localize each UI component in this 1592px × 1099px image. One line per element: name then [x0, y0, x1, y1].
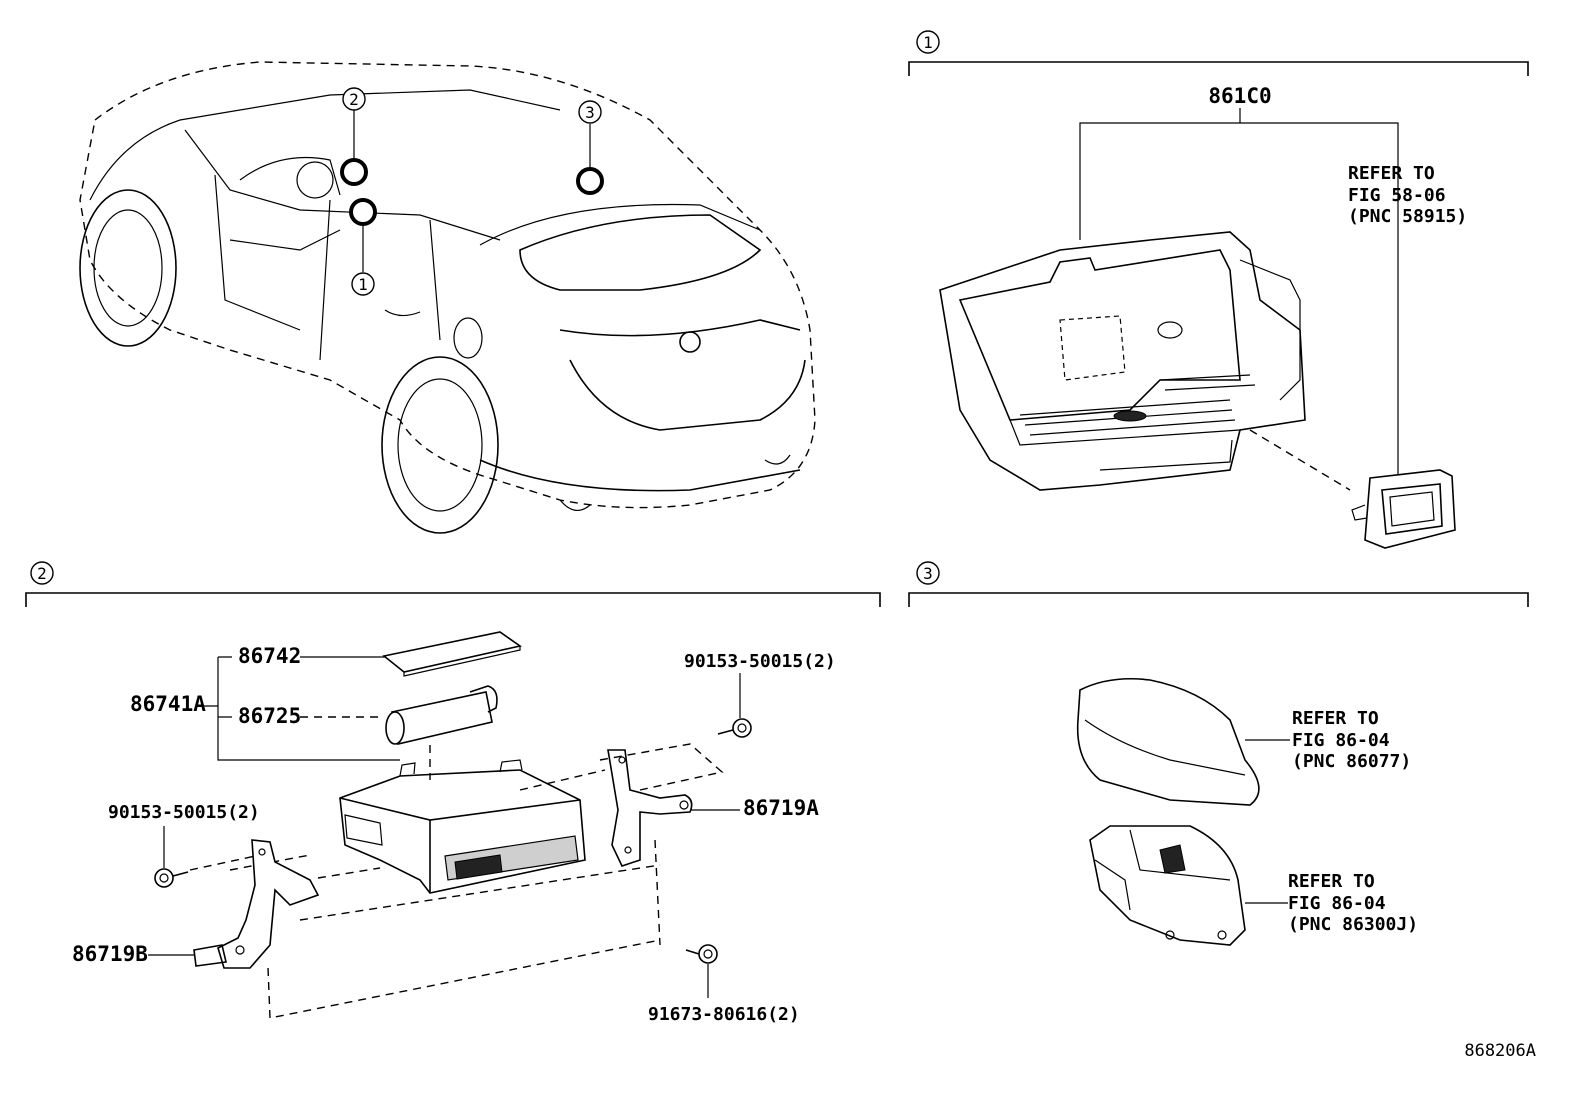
part-90153-50015-top[interactable]: 90153-50015(2) — [684, 651, 836, 672]
svg-text:FIG 58-06: FIG 58-06 — [1348, 185, 1446, 206]
bezel-part — [1351, 469, 1456, 549]
svg-text:2: 2 — [349, 90, 359, 109]
part-91673-80616[interactable]: 91673-80616(2) — [648, 1004, 800, 1025]
part-86742[interactable]: 86742 — [238, 644, 301, 668]
svg-text:FIG 86-04: FIG 86-04 — [1292, 730, 1390, 751]
section-2-bracket — [25, 592, 881, 607]
s3-refer-note-a: REFER TO FIG 86-04 (PNC 86077) — [1292, 708, 1411, 772]
vehicle-illustration — [79, 61, 816, 534]
svg-text:REFER TO: REFER TO — [1348, 163, 1435, 184]
section-3-callout-label: 3 — [923, 564, 933, 583]
section-1-callout-label: 1 — [923, 33, 933, 52]
svg-text:FIG 86-04: FIG 86-04 — [1288, 893, 1386, 914]
section-2-callout-label: 2 — [37, 564, 47, 583]
car-callout-1: 1 — [351, 272, 375, 296]
section-3-callout — [916, 561, 940, 585]
bolt-top — [717, 718, 752, 738]
bolt-bottom — [685, 944, 718, 964]
section-3-bracket — [908, 592, 1529, 607]
section-2: 2 86742 86725 86741A — [25, 561, 881, 1025]
part-86719B[interactable]: 86719B — [72, 942, 148, 966]
antenna-cover — [1076, 677, 1260, 806]
svg-text:(PNC 86300J): (PNC 86300J) — [1288, 914, 1418, 935]
svg-text:3: 3 — [585, 103, 595, 122]
car-callout-2: 2 — [342, 87, 366, 111]
section-1: 1 861C0 REFER TO FIG 58-06 (PNC 58915) — [908, 30, 1529, 549]
svg-text:REFER TO: REFER TO — [1292, 708, 1379, 729]
console-box-861C0 — [939, 231, 1351, 491]
section-1-bracket — [908, 61, 1529, 76]
part-86719A[interactable]: 86719A — [743, 796, 819, 820]
part-86725[interactable]: 86725 — [238, 704, 301, 728]
part-861C0[interactable]: 861C0 — [1208, 84, 1271, 108]
s1-refer-note: REFER TO FIG 58-06 (PNC 58915) — [1348, 163, 1467, 227]
svg-text:(PNC 86077): (PNC 86077) — [1292, 751, 1411, 772]
section-2-callout — [30, 561, 54, 585]
diagram-id: 868206A — [1464, 1041, 1536, 1061]
s3-refer-note-b: REFER TO FIG 86-04 (PNC 86300J) — [1288, 871, 1418, 935]
bracket-86719B — [193, 839, 320, 969]
cylinder-86725 — [385, 685, 498, 745]
svg-text:1: 1 — [358, 275, 368, 294]
svg-text:REFER TO: REFER TO — [1288, 871, 1375, 892]
part-86741A[interactable]: 86741A — [130, 692, 206, 716]
svg-text:(PNC 58915): (PNC 58915) — [1348, 206, 1467, 227]
bolt-left — [154, 868, 189, 888]
cover-86742 — [382, 631, 522, 677]
section-3: 3 REFER TO FIG 86-04 (PNC 86077) REFER T… — [908, 561, 1529, 946]
bracket-86719A — [607, 749, 693, 867]
section-1-callout — [916, 30, 940, 54]
control-unit-86741A — [339, 745, 586, 894]
antenna-base — [1089, 825, 1246, 946]
car-callout-3: 3 — [578, 100, 602, 124]
part-90153-50015-left[interactable]: 90153-50015(2) — [108, 802, 260, 823]
